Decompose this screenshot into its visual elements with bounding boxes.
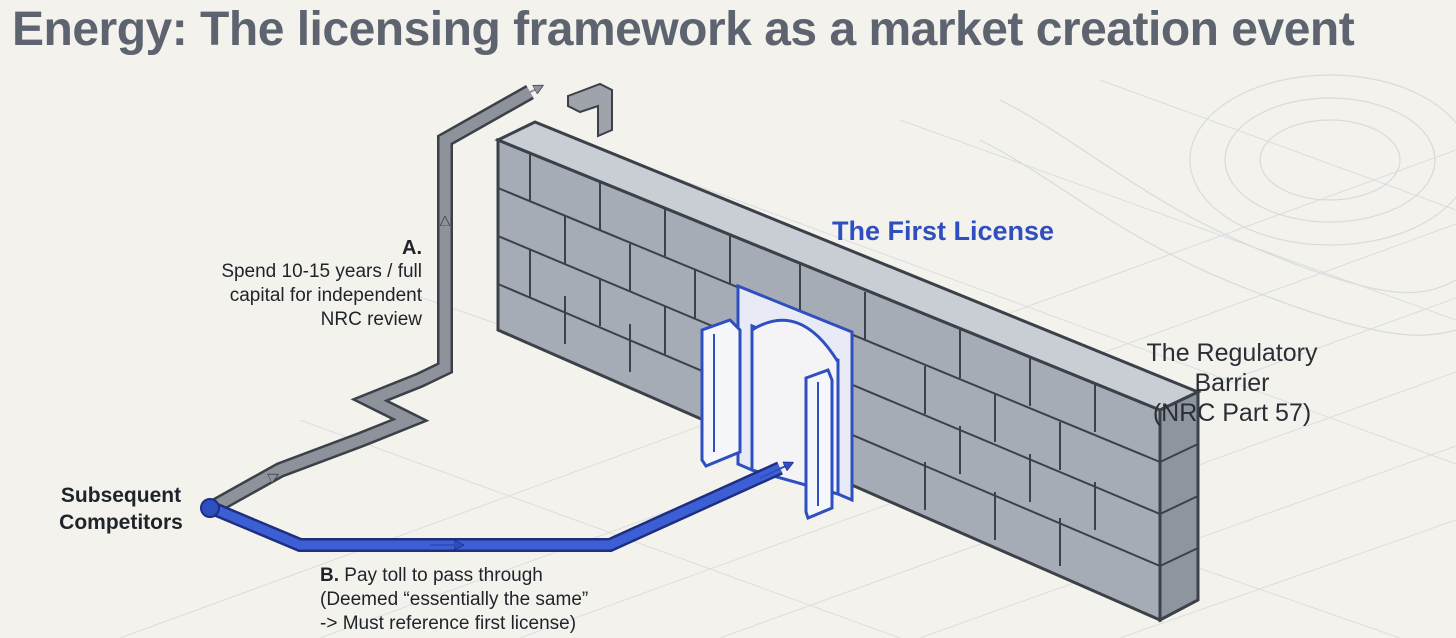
first-license-label: The First License bbox=[832, 216, 1055, 246]
path-a-text-line2: capital for independent bbox=[229, 285, 422, 306]
path-b-arrowhead bbox=[759, 464, 790, 479]
first-license-gate bbox=[700, 283, 854, 521]
competitors-line1: Subsequent bbox=[60, 484, 182, 507]
regulatory-barrier-label: The Regulatory Barrier (NRC Part 57) bbox=[1110, 338, 1354, 428]
path-a-marker: A. bbox=[402, 237, 422, 259]
path-b-text-line2: (Deemed “essentially the same” bbox=[320, 589, 589, 610]
path-a-label: A. Spend 10-15 years / full capital for … bbox=[221, 236, 422, 332]
path-b-marker: B. bbox=[320, 565, 339, 586]
competitors-line2: Competitors bbox=[59, 511, 183, 534]
path-a-end-block bbox=[567, 82, 613, 138]
page-title: Energy: The licensing framework as a mar… bbox=[12, 3, 1355, 56]
contour-lines bbox=[979, 74, 1456, 336]
path-b-text-line1: Pay toll to pass through bbox=[344, 565, 543, 586]
path-a-text-line1: Spend 10-15 years / full bbox=[221, 261, 422, 282]
gate-door-left bbox=[700, 318, 742, 468]
path-b-label: B. Pay toll to pass through (Deemed “ess… bbox=[320, 564, 588, 636]
path-b-route-fill bbox=[210, 463, 782, 550]
path-b-text-line3: -> Must reference first license) bbox=[320, 613, 577, 634]
path-a-route-fill bbox=[209, 87, 533, 513]
competitors-origin-dot bbox=[200, 498, 220, 518]
path-a-start-arrowhead bbox=[249, 476, 275, 489]
subsequent-competitors-label: Subsequent Competitors bbox=[30, 482, 212, 536]
path-a-arrowhead bbox=[499, 87, 540, 109]
path-a-text-line3: NRC review bbox=[320, 309, 422, 330]
barrier-line2: (NRC Part 57) bbox=[1152, 399, 1312, 427]
barrier-line1: The Regulatory Barrier bbox=[1146, 339, 1318, 397]
